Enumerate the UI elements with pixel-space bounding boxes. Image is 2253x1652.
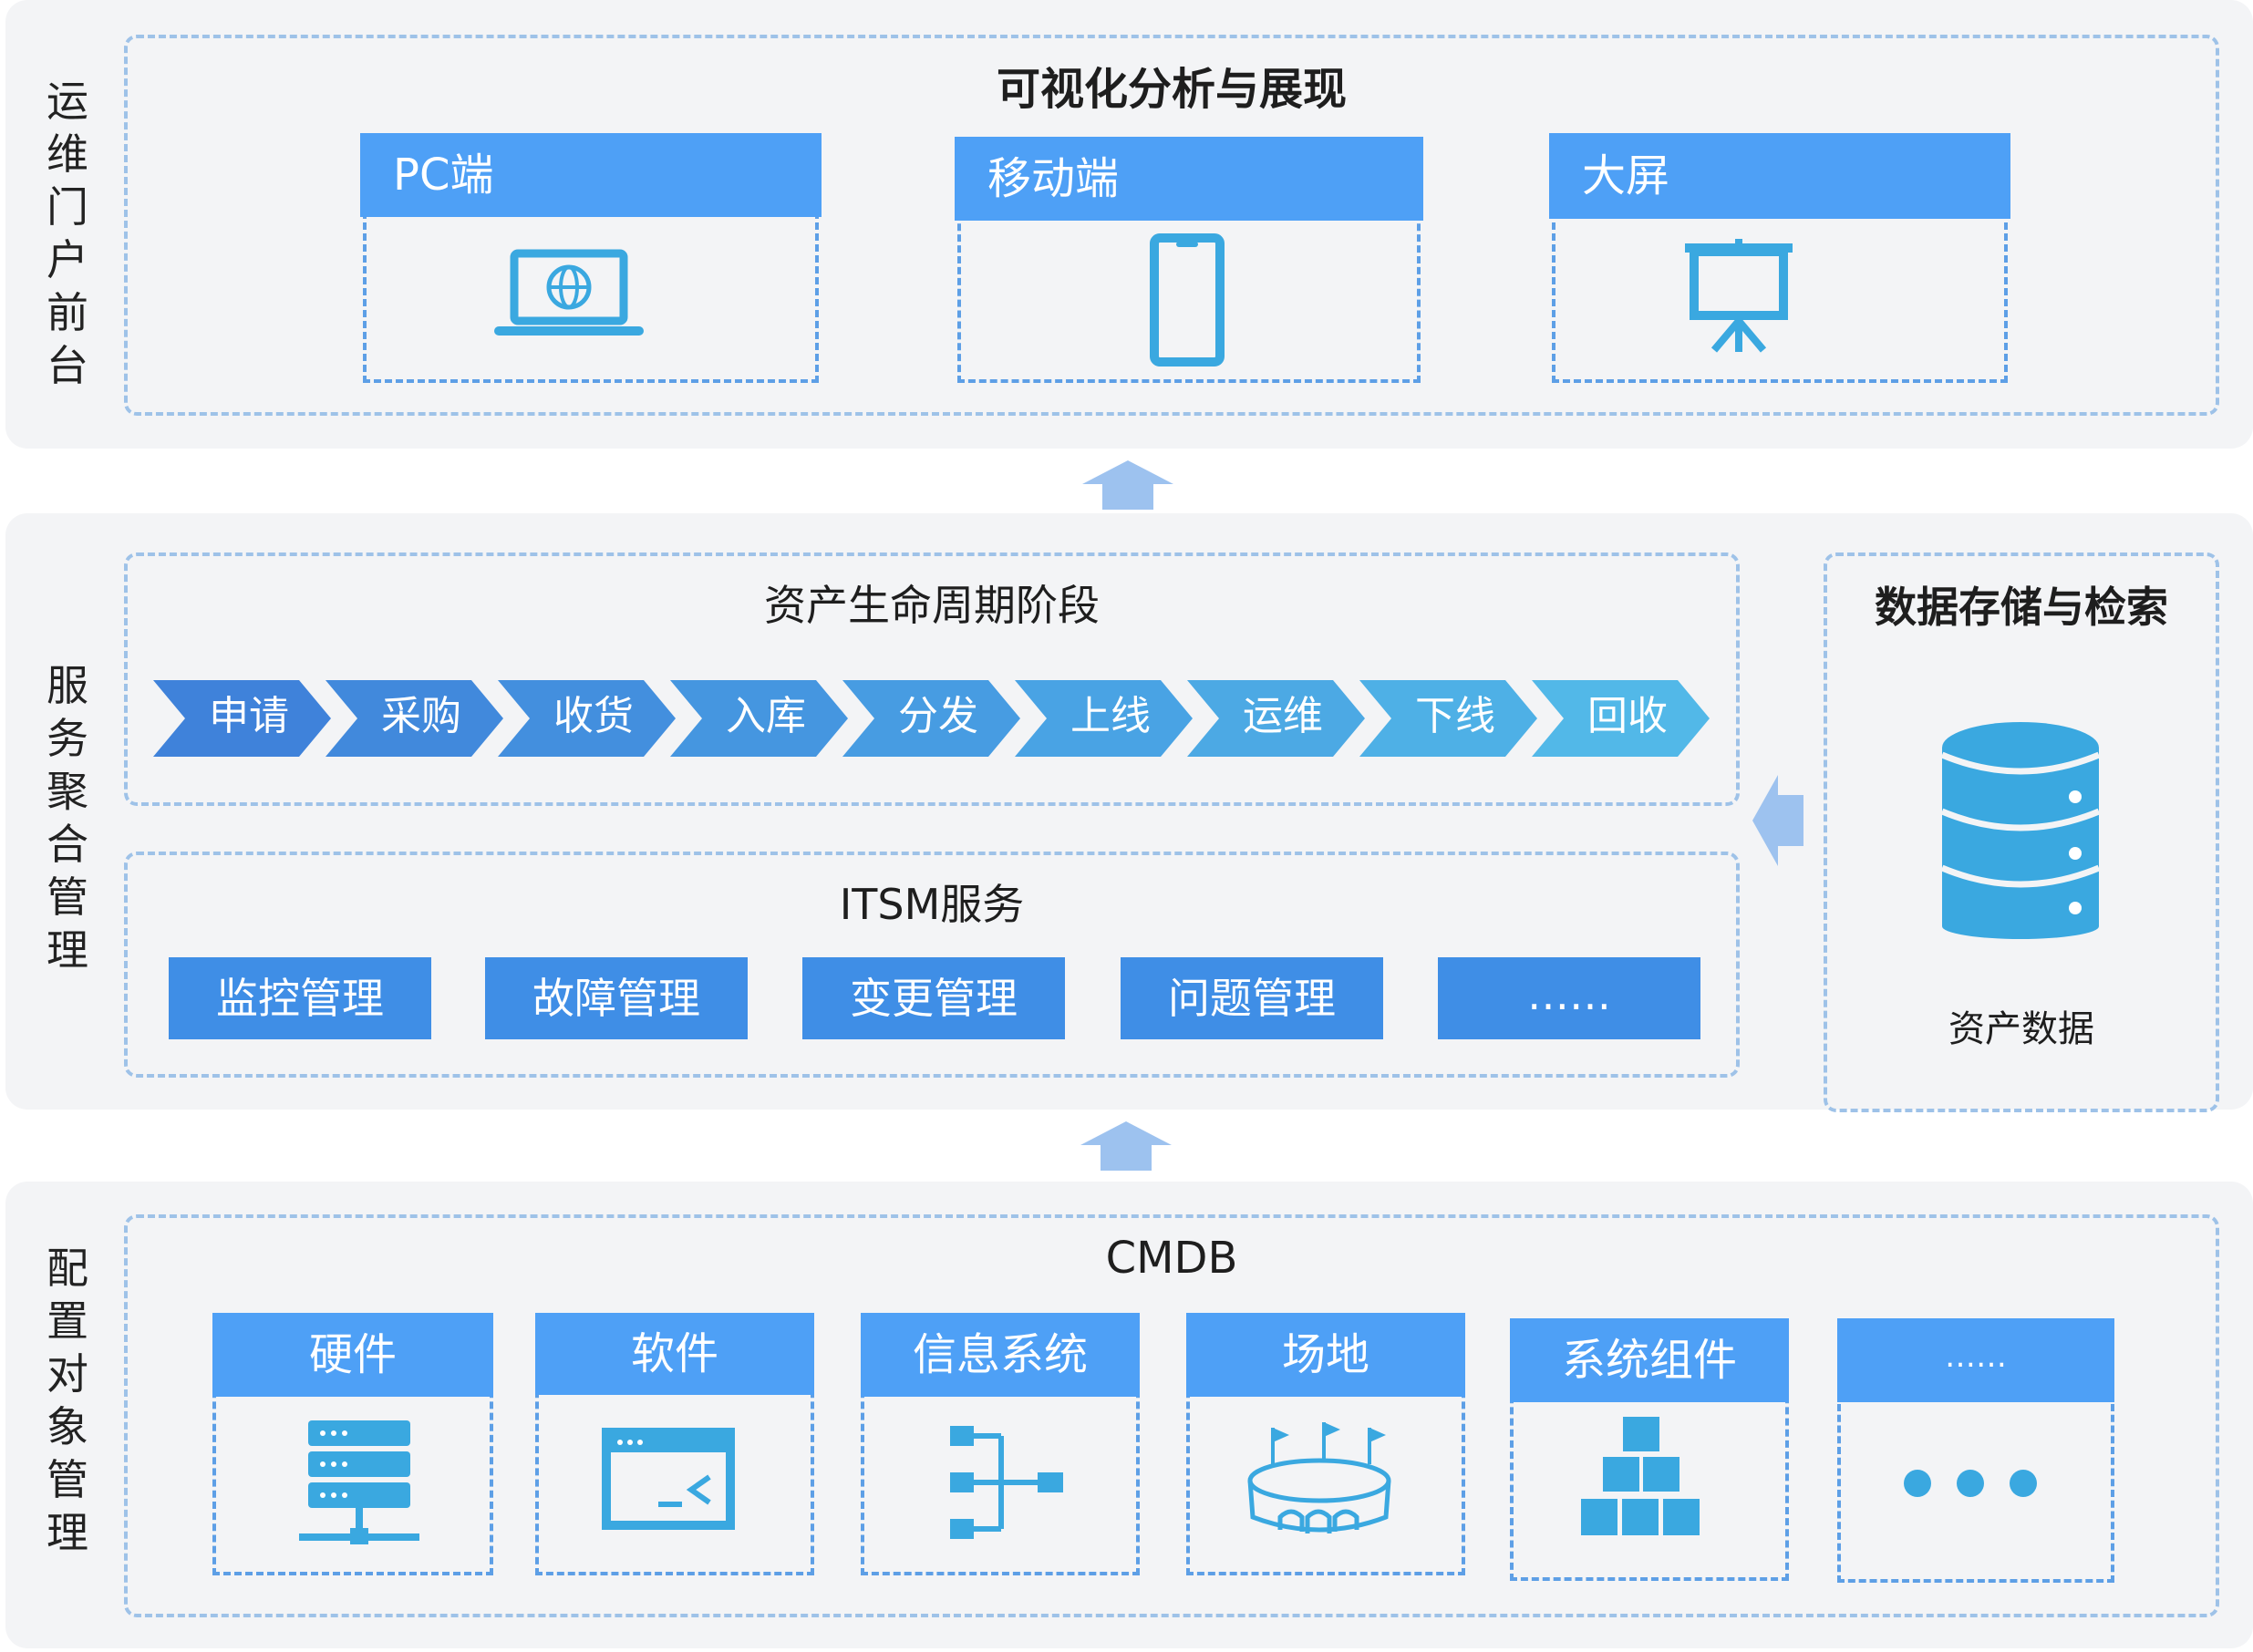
- itsm-frame: [124, 852, 1740, 1078]
- chevron-0: [153, 680, 331, 757]
- stacked-boxes-icon: [1581, 1417, 1700, 1535]
- stage-label: 分发: [898, 693, 978, 739]
- component-card-header: 系统组件: [1510, 1318, 1789, 1402]
- stage-label: 申请: [209, 693, 289, 739]
- chevron-6: [1187, 680, 1365, 757]
- chevron-7: [1359, 680, 1537, 757]
- chevron-5: [1015, 680, 1193, 757]
- stage-label: 入库: [726, 693, 806, 739]
- cmdb-title: CMDB: [1105, 1233, 1238, 1284]
- stage-label: 回收: [1587, 693, 1668, 739]
- pc-card-header: PC端: [360, 133, 822, 217]
- chevron-8: [1532, 680, 1710, 757]
- portal-layer-band: [5, 0, 2253, 449]
- database-label: 资产数据: [1948, 1008, 2094, 1050]
- ellipsis-icon: [1904, 1470, 2037, 1497]
- incident-button[interactable]: 故障管理: [485, 957, 748, 1039]
- system-tree-icon: [950, 1426, 1063, 1539]
- chevron-2: [498, 680, 676, 757]
- more-button[interactable]: ……: [1438, 957, 1700, 1039]
- lifecycle-title: 资产生命周期阶段: [764, 581, 1100, 630]
- problem-button[interactable]: 问题管理: [1121, 957, 1383, 1039]
- hardware-card-header: 硬件: [212, 1313, 493, 1397]
- arrow-up-icon: [1080, 1121, 1172, 1171]
- service-layer-label: 服务聚合管理: [47, 661, 88, 975]
- storage-frame: [1824, 552, 2219, 1112]
- cmdb-layer-label: 配置对象管理: [47, 1244, 88, 1557]
- mobile-card-header: 移动端: [955, 137, 1423, 221]
- site-card-header: 场地: [1186, 1313, 1465, 1397]
- cmdb-layer-band: [5, 1182, 2253, 1648]
- stage-label: 运维: [1243, 693, 1323, 739]
- database-icon: [1940, 722, 2101, 939]
- presentation-board-icon: [1685, 239, 1793, 353]
- cmdb-frame: [124, 1214, 2219, 1617]
- lifecycle-frame: [124, 552, 1740, 806]
- portal-layer-label: 运维门户前台: [47, 77, 88, 390]
- portal-title: 可视化分析与展现: [996, 64, 1347, 115]
- stage-label: 收货: [553, 693, 634, 739]
- portal-frame: [124, 35, 2219, 416]
- more-card-header: ……: [1837, 1318, 2114, 1402]
- storage-title: 数据存储与检索: [1875, 583, 2168, 632]
- software-window-icon: [602, 1428, 735, 1530]
- laptop-globe-icon: [494, 249, 644, 336]
- server-icon: [299, 1420, 419, 1544]
- stadium-icon: [1247, 1422, 1391, 1533]
- stage-label: 采购: [381, 693, 461, 739]
- arrow-up-icon: [1082, 460, 1173, 510]
- change-button[interactable]: 变更管理: [802, 957, 1065, 1039]
- mobile-phone-icon: [1150, 233, 1225, 367]
- chevron-1: [326, 680, 503, 757]
- chevron-3: [670, 680, 848, 757]
- monitoring-button[interactable]: 监控管理: [169, 957, 431, 1039]
- arrow-left-icon: [1752, 775, 1803, 866]
- bigscreen-card-header: 大屏: [1549, 133, 2010, 219]
- stage-label: 上线: [1070, 693, 1151, 739]
- software-card-header: 软件: [535, 1313, 814, 1395]
- lifecycle-chevrons: [153, 680, 1710, 757]
- stage-label: 下线: [1415, 693, 1495, 739]
- itsm-title: ITSM服务: [839, 880, 1025, 929]
- infosystem-card-header: 信息系统: [861, 1313, 1140, 1397]
- chevron-4: [842, 680, 1020, 757]
